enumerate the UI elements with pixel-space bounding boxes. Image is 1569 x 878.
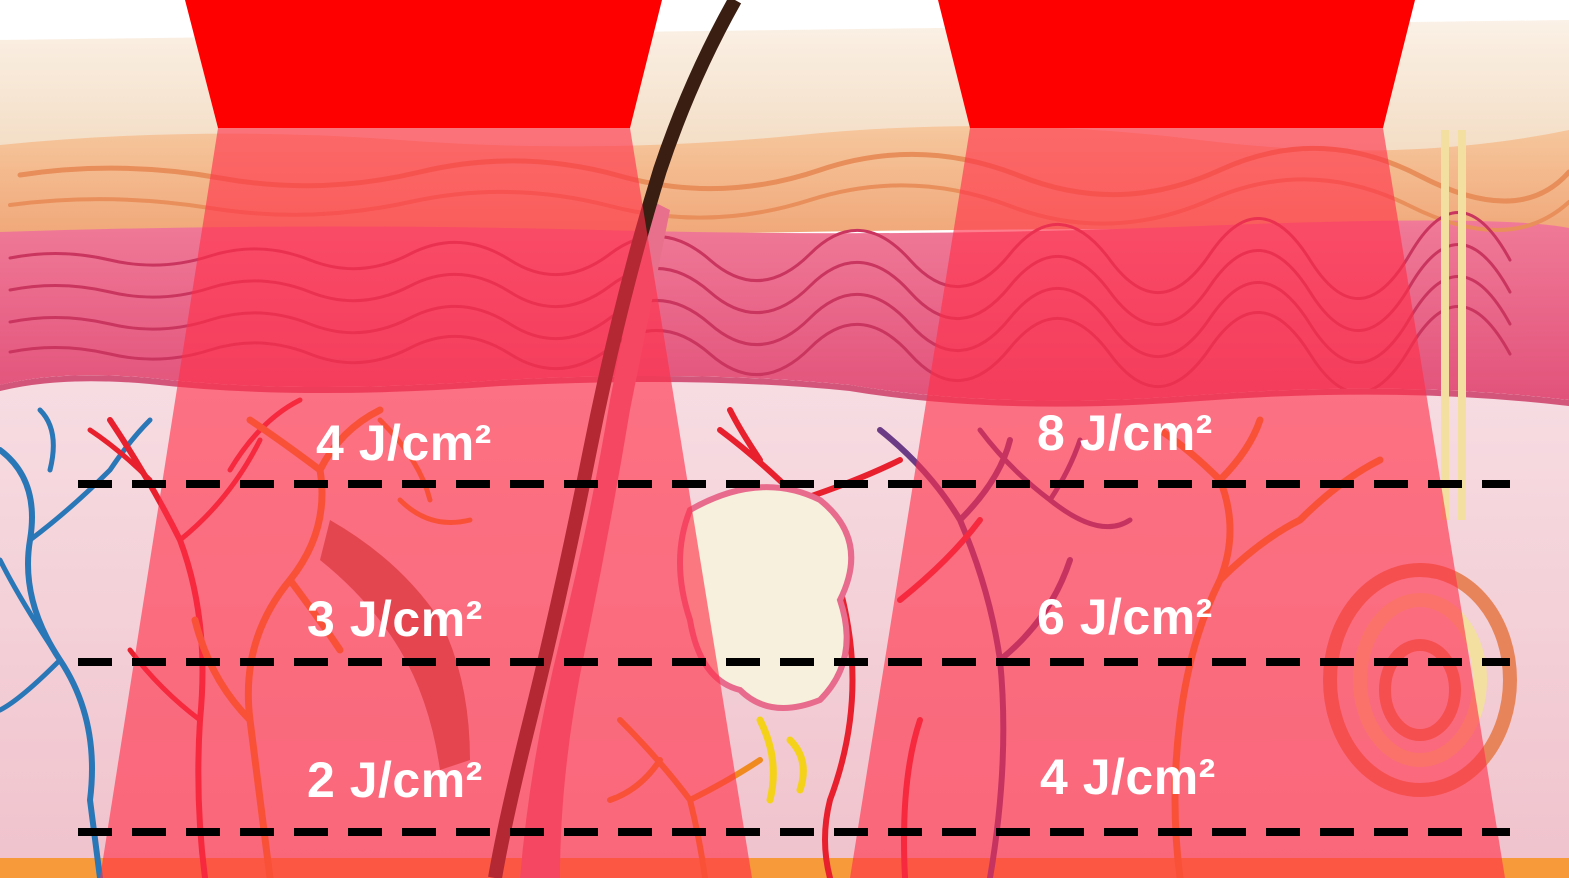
dose-label-left-1: 4 J/cm² xyxy=(316,418,492,468)
beam-source-left xyxy=(185,0,662,128)
dose-label-right-2: 6 J/cm² xyxy=(1037,592,1213,642)
dose-label-left-2: 3 J/cm² xyxy=(307,594,483,644)
beam-source-right xyxy=(938,0,1415,128)
dose-label-right-1: 8 J/cm² xyxy=(1037,408,1213,458)
dose-label-right-3: 4 J/cm² xyxy=(1040,752,1216,802)
dose-label-left-3: 2 J/cm² xyxy=(307,755,483,805)
